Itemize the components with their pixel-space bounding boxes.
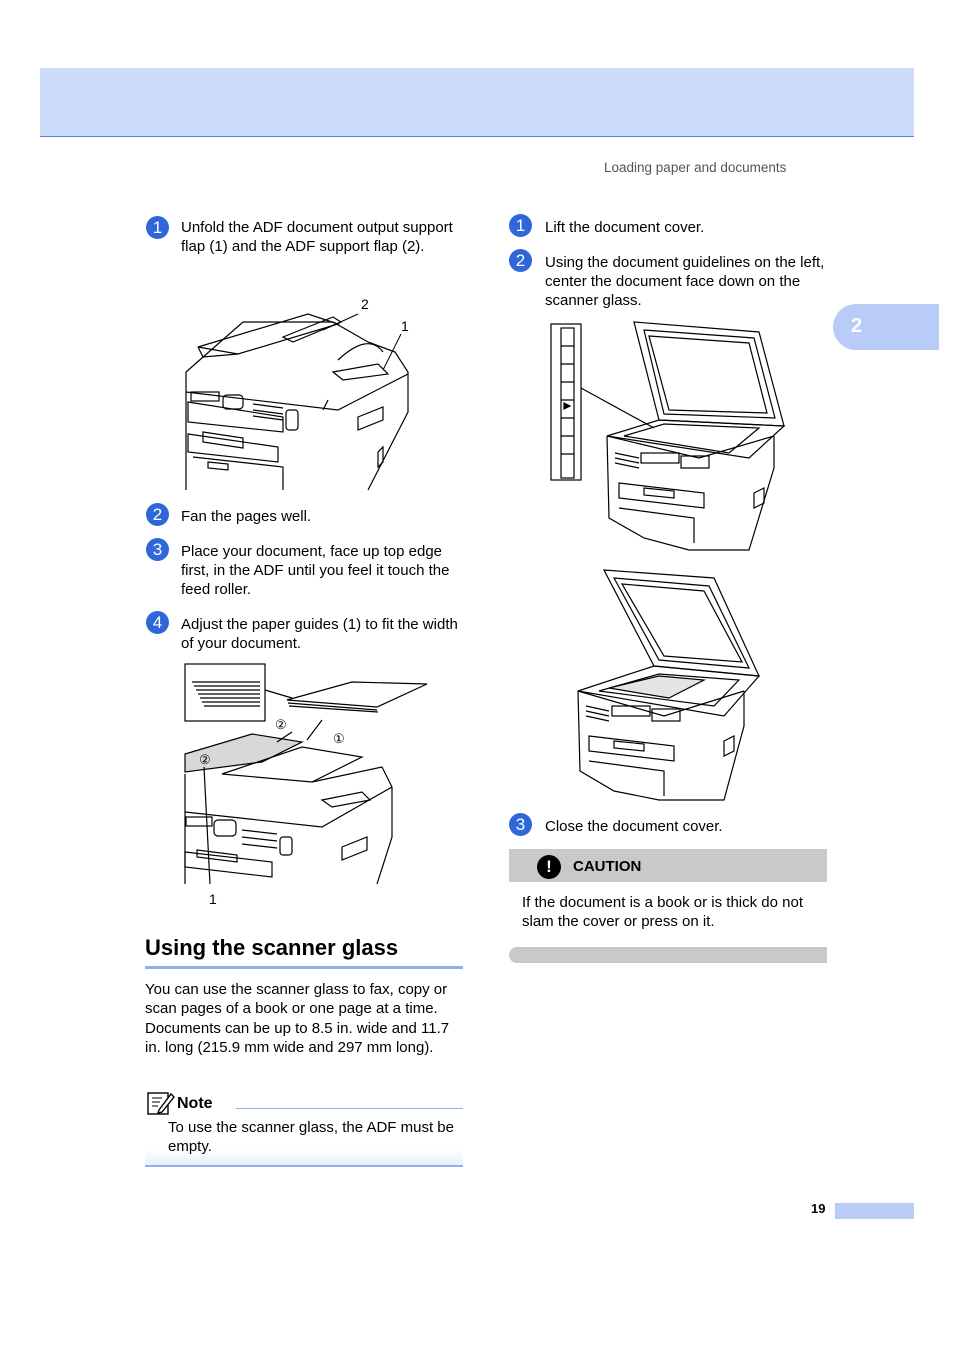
note-bottom-rule: [145, 1165, 463, 1167]
step-text-3: Place your document, face up top edge fi…: [181, 543, 450, 598]
note-shade: [145, 1150, 463, 1165]
step-text-1: Unfold the ADF document output support f…: [181, 219, 453, 255]
figure1-callout-1: 1: [401, 318, 409, 334]
caution-bottom-bar: [509, 947, 827, 963]
step-text-4: Adjust the paper guides (1) to fit the w…: [181, 616, 458, 652]
scanner-glass-open-figure: [549, 318, 789, 554]
page-number: 19: [811, 1201, 826, 1216]
paper-guides-figure: [182, 662, 430, 884]
caution-text: If the document is a book or is thick do…: [522, 894, 803, 931]
right-step-number-3: 3: [509, 813, 532, 836]
note-top-rule: [236, 1108, 463, 1109]
section-rule: [145, 966, 463, 969]
running-head: Loading paper and documents: [604, 160, 787, 175]
figure2-callout-circled-1: ①: [333, 731, 345, 746]
caution-bar: [509, 849, 827, 882]
note-text: To use the scanner glass, the ADF must b…: [168, 1119, 454, 1156]
right-step-number-1: 1: [509, 214, 532, 237]
figure2-callout-circled-2a: ②: [275, 717, 287, 732]
right-step-text-3: Close the document cover.: [545, 818, 723, 835]
section-body: You can use the scanner glass to fax, co…: [145, 981, 450, 1057]
step-number-4: 4: [146, 611, 169, 634]
chapter-number: 2: [851, 315, 863, 337]
caution-exclamation-icon: !: [537, 855, 561, 879]
step-number-3: 3: [146, 538, 169, 561]
caution-label: CAUTION: [573, 858, 642, 875]
step-text-2: Fan the pages well.: [181, 508, 312, 525]
page-number-bar: [835, 1203, 914, 1219]
section-title: Using the scanner glass: [145, 935, 399, 960]
note-pencil-icon: [147, 1092, 175, 1115]
step-number-1: 1: [146, 216, 169, 239]
figure2-callout-1: 1: [209, 891, 217, 907]
right-step-text-1: Lift the document cover.: [545, 219, 705, 236]
right-step-number-2: 2: [509, 249, 532, 272]
chapter-tab: 2: [833, 304, 939, 350]
right-step-text-2: Using the document guidelines on the lef…: [545, 254, 825, 309]
adf-flaps-figure: [183, 292, 411, 492]
note-label: Note: [177, 1095, 213, 1112]
step-number-2: 2: [146, 503, 169, 526]
figure1-callout-2: 2: [361, 296, 369, 312]
header-band: [40, 68, 914, 137]
figure2-callout-circled-2b: ②: [199, 752, 211, 767]
scanner-document-placed-figure: [574, 566, 764, 802]
